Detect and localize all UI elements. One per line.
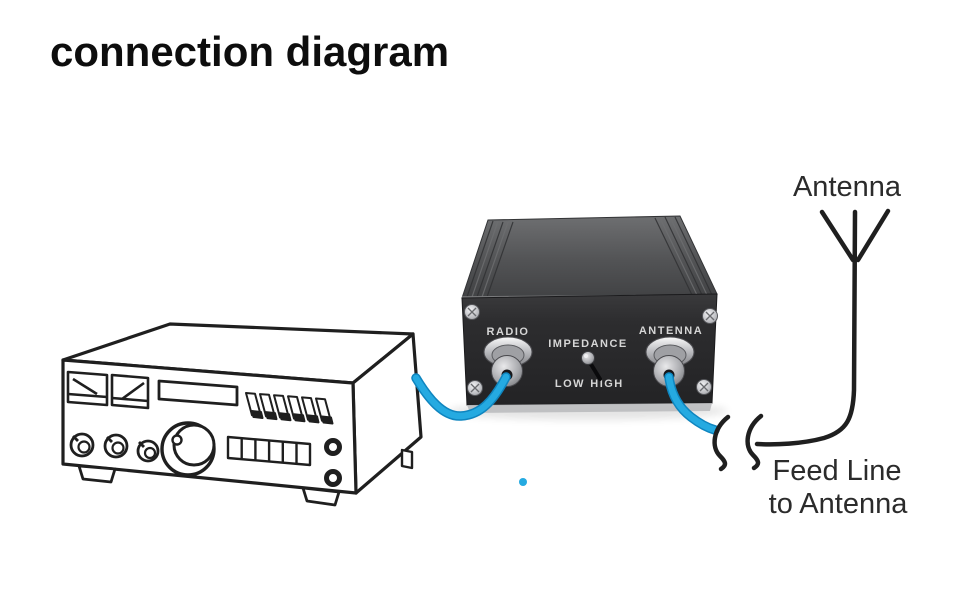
round-button-2: [324, 469, 342, 487]
antenna-symbol: [754, 208, 891, 447]
impedance-toggle-switch: [581, 351, 602, 381]
break-mark-right: [745, 413, 764, 471]
screw-bottom-right: [696, 379, 712, 395]
radio-foot-right: [301, 486, 341, 507]
knob-1: [69, 432, 95, 458]
screw-top-left: [464, 304, 480, 320]
piano-keys: [245, 392, 334, 425]
meter-2-needle: [121, 381, 145, 401]
meter-1-needle: [72, 377, 98, 396]
screw-top-right: [702, 308, 718, 324]
impedance-label: IMPEDANCE: [548, 338, 628, 350]
corner-screws: [464, 304, 718, 396]
knob-3: [136, 439, 160, 463]
antenna-prong-right: [855, 208, 891, 263]
antenna-cable: [664, 372, 720, 435]
antenna-prong-left: [819, 209, 856, 263]
radio-foot-left: [77, 464, 117, 484]
screw-bottom-left: [467, 380, 483, 396]
meter-2: [110, 373, 150, 410]
page-title: connection diagram: [50, 28, 450, 75]
radio-drawing: [61, 322, 423, 507]
impedance-low-label: LOW: [555, 378, 585, 390]
side-connector: [400, 448, 414, 470]
feed-line-break-marks: [712, 413, 764, 472]
preset-button-row: [226, 435, 312, 467]
radio-cable: [411, 372, 511, 421]
frequency-display: [157, 379, 239, 407]
tuning-knob: [160, 421, 216, 477]
knob-2: [103, 433, 129, 459]
radio-port-label: RADIO: [487, 326, 530, 338]
antenna-port-label: ANTENNA: [639, 325, 703, 337]
feed-line: [754, 209, 858, 447]
feed-line-label-line1: Feed Line: [773, 455, 902, 487]
break-mark-left: [712, 414, 731, 472]
cable-dot: [519, 478, 527, 486]
antenna-label: Antenna: [793, 171, 902, 203]
box-bottom-edge: [467, 403, 712, 413]
radio-bnc-connector: [483, 336, 533, 387]
tuner-box: RADIO IMPEDANCE ANTENNA LOW HIGH: [448, 215, 728, 420]
meter-1: [66, 370, 109, 407]
feed-line-label-line2: to Antenna: [769, 488, 909, 520]
box-top-ridges: [466, 216, 713, 298]
round-button-1: [324, 438, 342, 456]
impedance-high-label: HIGH: [590, 378, 624, 390]
